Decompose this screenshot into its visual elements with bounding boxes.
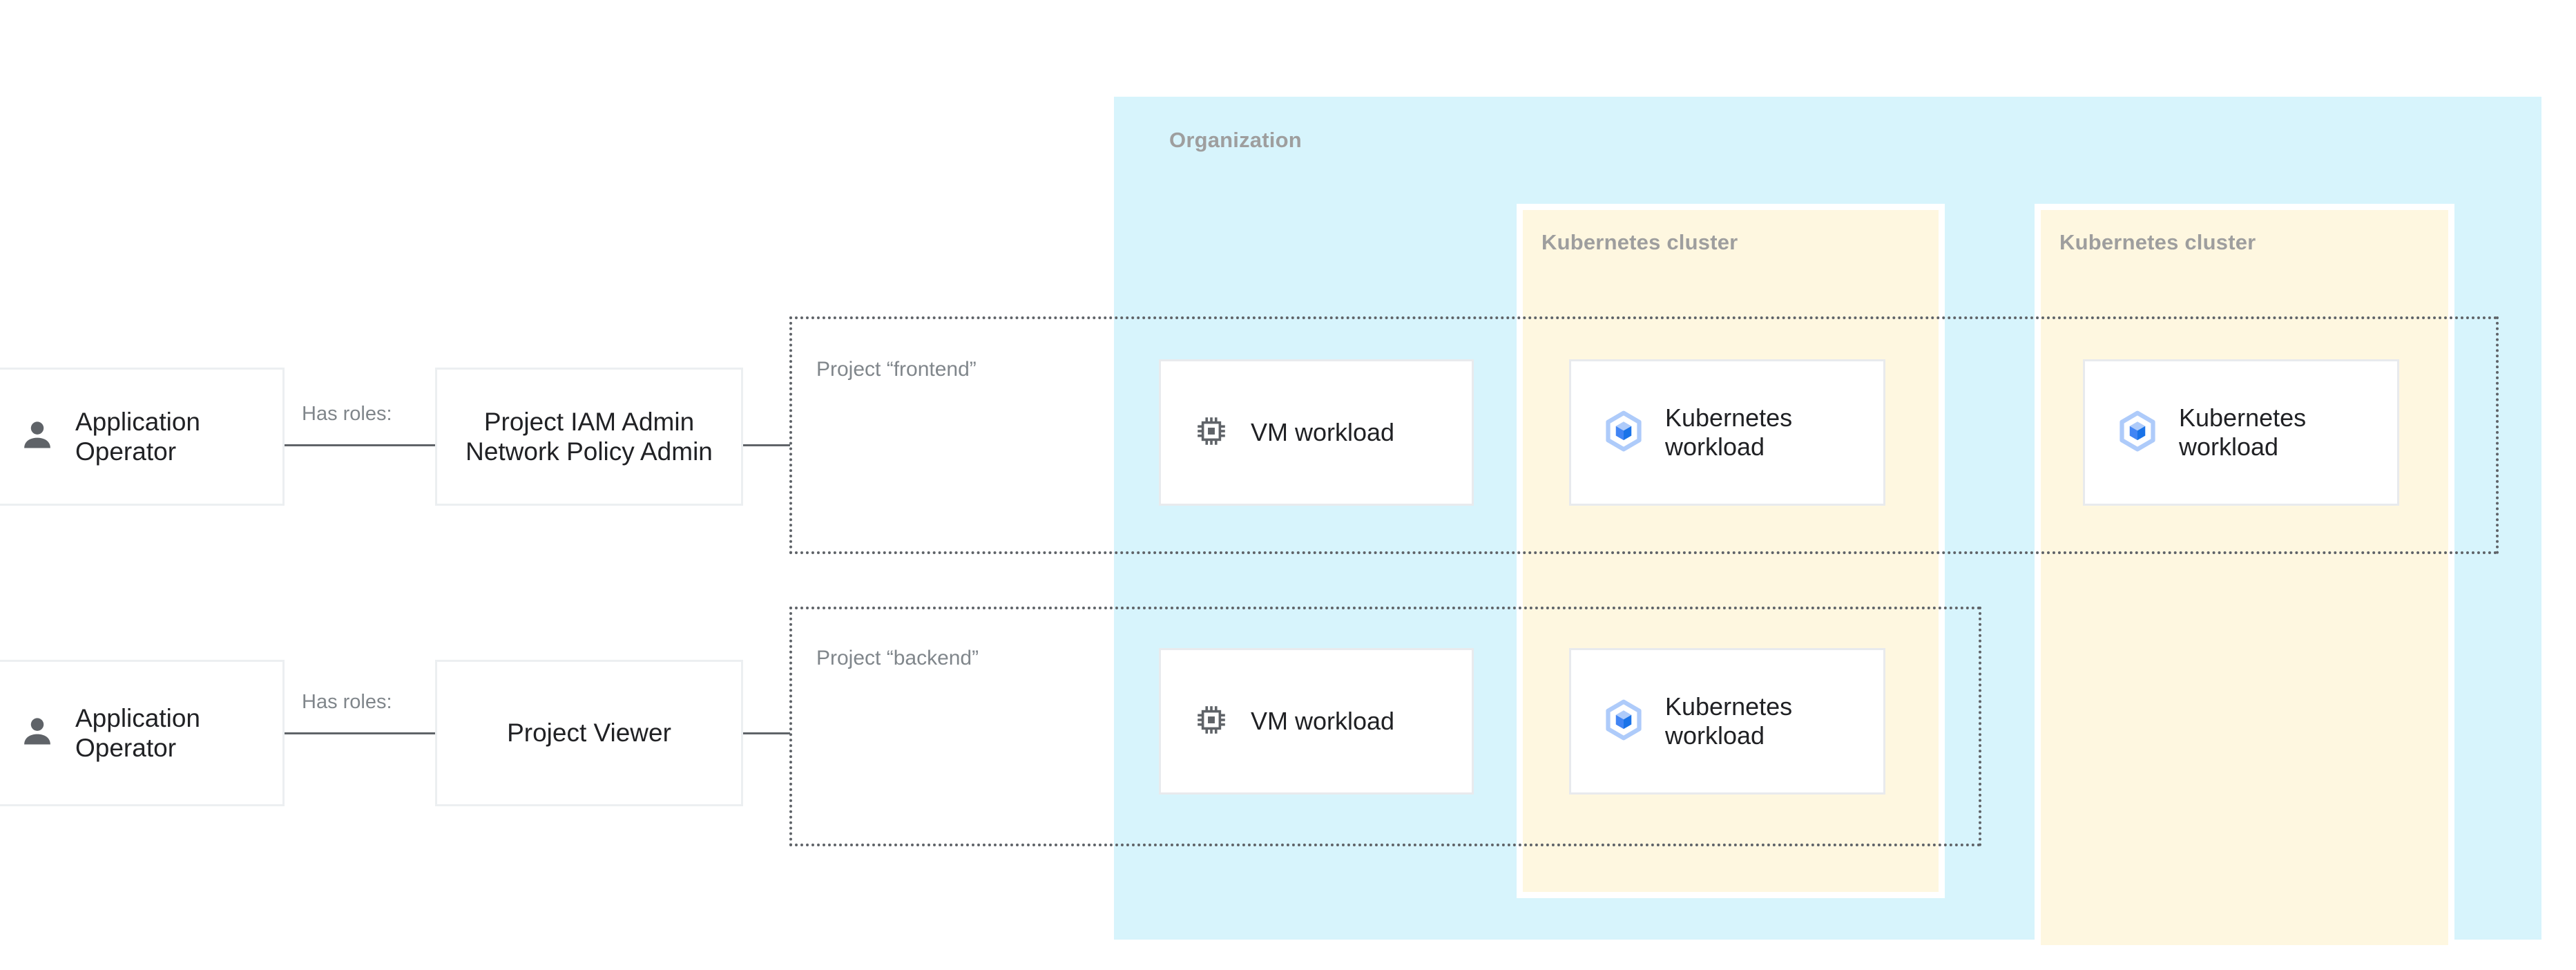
role-box-project-viewer[interactable]: Project Viewer xyxy=(435,660,743,806)
role-label: Project Viewer xyxy=(507,719,671,748)
kubernetes-cluster-2-label: Kubernetes cluster xyxy=(2059,230,2256,254)
connector-operator-to-role-1 xyxy=(285,444,436,446)
kubernetes-workload-label: Kubernetes workload xyxy=(2179,403,2307,461)
role-label: Project IAM Admin Network Policy Admin xyxy=(465,407,713,466)
has-roles-label-2: Has roles: xyxy=(302,691,392,713)
organization-label: Organization xyxy=(1169,128,1302,152)
connector-role-to-project-backend xyxy=(742,732,790,734)
person-icon xyxy=(19,417,56,457)
vm-workload-card-backend[interactable]: VM workload xyxy=(1159,648,1474,795)
kubernetes-cube-icon xyxy=(1603,410,1644,455)
application-operator-box-1[interactable]: Application Operator xyxy=(0,368,285,506)
kubernetes-workload-card-frontend-cluster1[interactable]: Kubernetes workload xyxy=(1569,359,1885,506)
vm-workload-label: VM workload xyxy=(1251,706,1395,735)
role-box-project-iam-admin[interactable]: Project IAM Admin Network Policy Admin xyxy=(435,368,743,506)
kubernetes-cube-icon xyxy=(2117,410,2158,455)
person-icon xyxy=(19,713,56,754)
kubernetes-workload-card-frontend-cluster2[interactable]: Kubernetes workload xyxy=(2083,359,2399,506)
kubernetes-workload-label: Kubernetes workload xyxy=(1665,403,1793,461)
kubernetes-cube-icon xyxy=(1603,699,1644,744)
project-backend-label: Project “backend” xyxy=(816,647,979,669)
application-operator-box-2[interactable]: Application Operator xyxy=(0,660,285,806)
connector-operator-to-role-2 xyxy=(285,732,436,734)
cpu-chip-icon xyxy=(1193,701,1230,742)
kubernetes-cluster-2-panel xyxy=(2035,204,2454,951)
application-operator-label: Application Operator xyxy=(75,407,201,466)
project-frontend-label: Project “frontend” xyxy=(816,358,977,381)
vm-workload-card-frontend[interactable]: VM workload xyxy=(1159,359,1474,506)
application-operator-label: Application Operator xyxy=(75,703,201,762)
vm-workload-label: VM workload xyxy=(1251,417,1395,446)
connector-role-to-project-frontend xyxy=(742,444,790,446)
kubernetes-workload-label: Kubernetes workload xyxy=(1665,692,1793,750)
kubernetes-cluster-1-label: Kubernetes cluster xyxy=(1541,230,1738,254)
kubernetes-workload-card-backend-cluster1[interactable]: Kubernetes workload xyxy=(1569,648,1885,795)
cpu-chip-icon xyxy=(1193,412,1230,453)
has-roles-label-1: Has roles: xyxy=(302,403,392,425)
